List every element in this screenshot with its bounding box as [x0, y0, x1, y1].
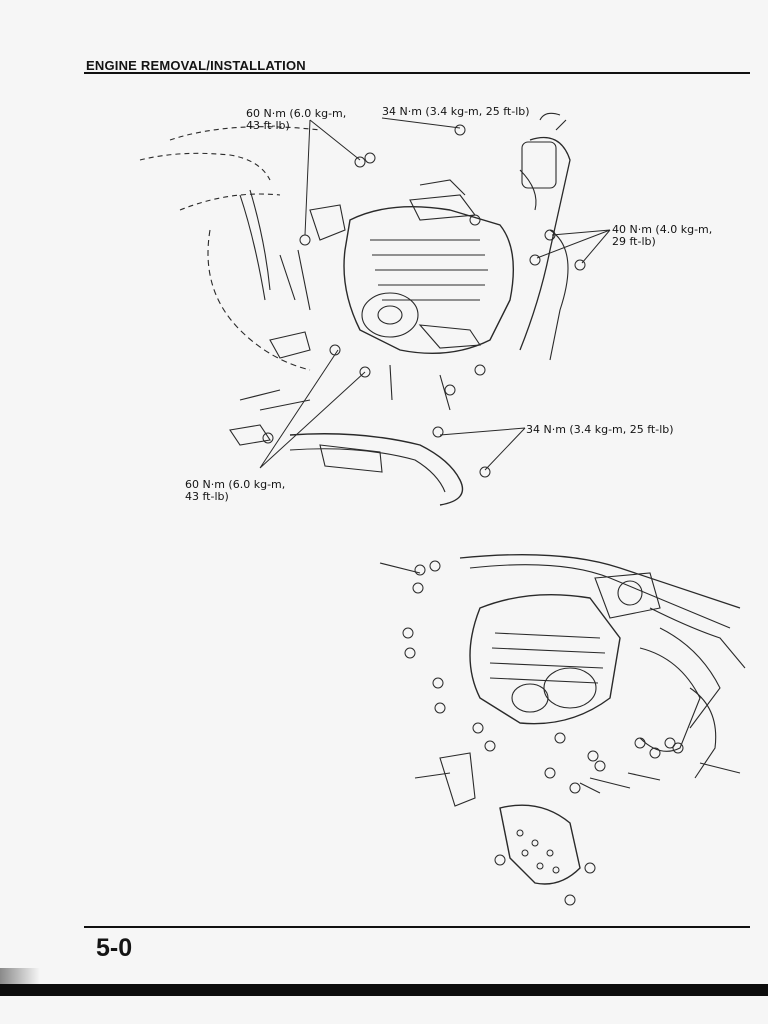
page-number: 5-0: [96, 934, 133, 962]
footer-rule: [84, 926, 750, 928]
torque-callout: 40 N·m (4.0 kg-m, 29 ft-lb): [612, 223, 713, 248]
scan-edge-band: [0, 984, 768, 996]
torque-callout: 60 N·m (6.0 kg-m, 43 ft-lb): [185, 478, 286, 503]
engine-exploded-diagram: [379, 554, 746, 906]
engine-mounting-diagram: [139, 112, 611, 506]
torque-callout: 60 N·m (6.0 kg-m, 43 ft-lb): [246, 107, 347, 132]
torque-callout: 34 N·m (3.4 kg-m, 25 ft-lb): [382, 105, 530, 118]
section-title: ENGINE REMOVAL/INSTALLATION: [86, 58, 306, 73]
torque-callout: 34 N·m (3.4 kg-m, 25 ft-lb): [526, 423, 674, 436]
header-rule: [84, 72, 750, 74]
scan-shadow: [0, 968, 40, 986]
